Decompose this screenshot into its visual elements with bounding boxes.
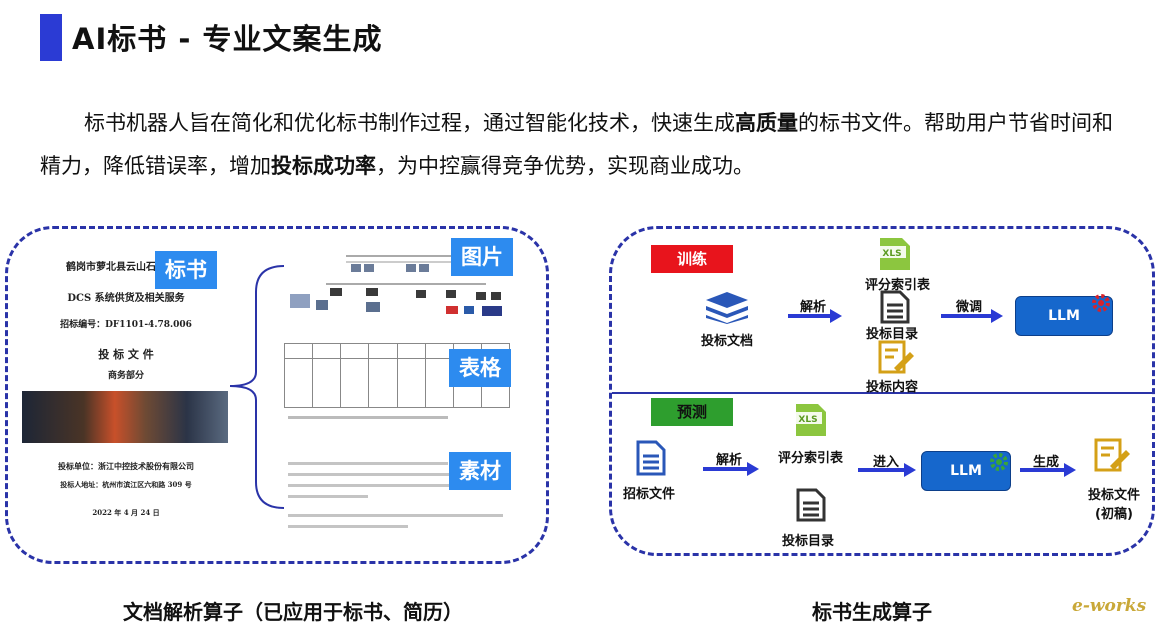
doc-parse-panel xyxy=(5,226,549,564)
predict-item1-label: 评分索引表 xyxy=(778,451,844,466)
predict-arrow1-label: 解析 xyxy=(716,453,743,468)
bid-generation-caption: 标书生成算子 xyxy=(812,600,932,624)
eworks-watermark: e-works xyxy=(1072,596,1147,616)
predict-arrow3-head xyxy=(1064,463,1076,477)
train-arrow2-label: 微调 xyxy=(956,300,983,315)
train-arrow1 xyxy=(788,314,830,318)
doc-line: 投标人地址：杭州市滨江区六和路 309 号 xyxy=(60,480,192,489)
tag-sucai: 素材 xyxy=(449,452,511,490)
predict-output-label: 投标文件 (初稿) xyxy=(1086,484,1142,522)
tender-cover-page: 鹤岗市萝北县云山石墨矿区 DCS 系统供货及相关服务 招标编号：DF1101-4… xyxy=(22,250,230,520)
xls-icon: XLS xyxy=(794,404,826,436)
train-arrow2 xyxy=(941,314,991,318)
text-material-thumbnail xyxy=(288,462,514,528)
train-input-label: 投标文档 xyxy=(701,334,754,349)
train-arrow2-head xyxy=(991,309,1003,323)
svg-text:XLS: XLS xyxy=(882,249,901,259)
train-arrow1-head xyxy=(830,309,842,323)
gear-icon xyxy=(1092,294,1110,312)
train-item2-label: 投标目录 xyxy=(866,327,919,342)
train-llm-label: LLM xyxy=(1048,308,1080,324)
cover-photo xyxy=(22,391,228,443)
document-icon xyxy=(880,290,910,324)
predict-item2-label: 投标目录 xyxy=(782,534,835,549)
predict-llm-label: LLM xyxy=(950,463,982,479)
intro-paragraph: 标书机器人旨在简化和优化标书制作过程，通过智能化技术，快速生成高质量的标书文件。… xyxy=(40,111,1113,178)
doc-line: 投标单位：浙江中控技术股份有限公司 xyxy=(58,461,194,471)
table-footnote xyxy=(288,416,448,419)
doc-line: 鹤岗市萝北县云山石墨矿区 xyxy=(66,262,186,273)
predict-arrow2 xyxy=(858,468,904,472)
predict-arrow3 xyxy=(1020,468,1064,472)
doc-line: DCS 系统供货及相关服务 xyxy=(67,293,185,304)
predict-arrow2-head xyxy=(904,463,916,477)
document-icon xyxy=(636,440,666,476)
train-arrow1-label: 解析 xyxy=(800,300,827,315)
brace-connector xyxy=(229,265,285,509)
predict-arrow1 xyxy=(703,467,747,471)
gear-icon xyxy=(990,453,1008,471)
predict-arrow3-label: 生成 xyxy=(1033,455,1060,470)
xls-icon: XLS xyxy=(878,238,910,270)
train-llm-box: LLM xyxy=(1015,296,1113,336)
output-label-line1: 投标文件 xyxy=(1087,488,1140,503)
output-label-line2: (初稿) xyxy=(1095,507,1133,522)
tag-biaoge: 表格 xyxy=(449,349,511,387)
bid-generation-panel xyxy=(609,226,1155,556)
doc-line: 投 标 文 件 xyxy=(98,348,154,361)
train-item1-label: 评分索引表 xyxy=(865,278,931,293)
tag-tupian: 图片 xyxy=(451,238,513,276)
page-title: AI标书 - 专业文案生成 xyxy=(72,22,383,56)
section-divider xyxy=(612,392,1152,394)
predict-arrow2-label: 进入 xyxy=(873,455,900,470)
doc-line: 商务部分 xyxy=(107,371,144,381)
edit-document-icon xyxy=(878,340,914,374)
title-accent-bar xyxy=(40,14,62,61)
train-item3-label: 投标内容 xyxy=(866,380,919,395)
tag-biaoshu: 标书 xyxy=(155,251,217,289)
doc-line: 招标编号：DF1101-4.78.006 xyxy=(60,320,192,330)
doc-parse-caption: 文档解析算子（已应用于标书、简历） xyxy=(123,600,463,624)
predict-arrow1-head xyxy=(747,462,759,476)
train-badge: 训练 xyxy=(651,245,733,273)
svg-text:XLS: XLS xyxy=(798,415,817,425)
layers-icon xyxy=(706,292,748,324)
document-icon xyxy=(796,488,826,522)
edit-document-icon xyxy=(1094,438,1130,472)
predict-input-label: 招标文件 xyxy=(623,487,676,502)
predict-badge: 预测 xyxy=(651,398,733,426)
doc-line: 2022 年 4 月 24 日 xyxy=(92,508,160,517)
